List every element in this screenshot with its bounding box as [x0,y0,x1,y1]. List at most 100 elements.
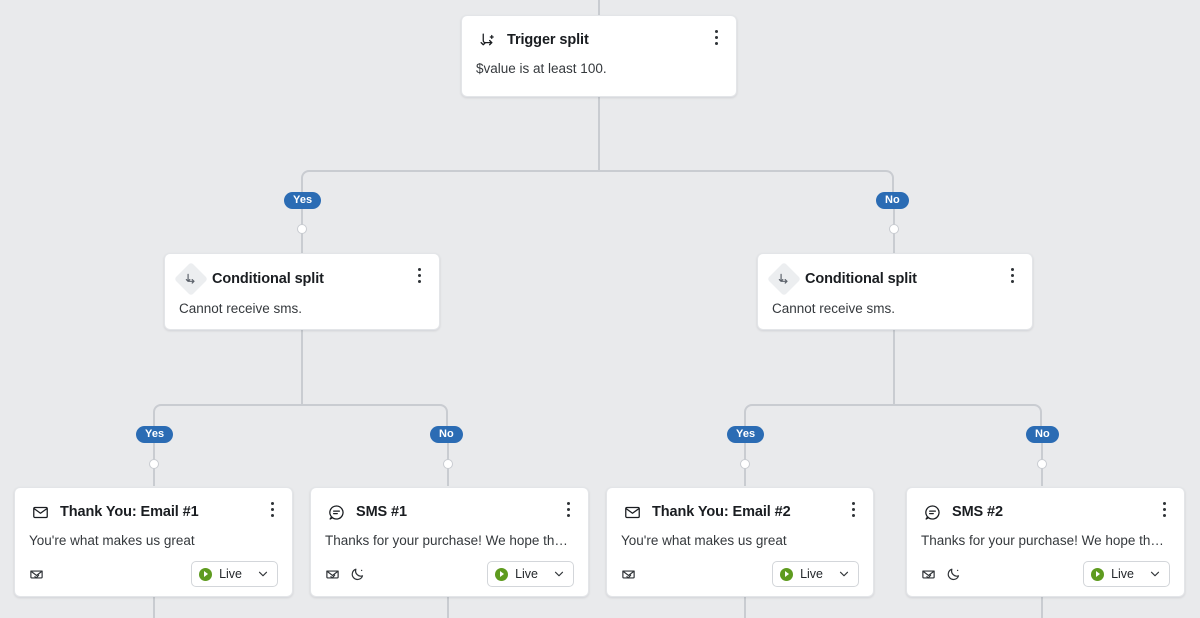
card-description: Cannot receive sms. [179,301,303,316]
card-header: SMS #2 [907,488,1184,523]
edge-corner-left-no [301,404,448,428]
card-header: Trigger split [462,16,736,51]
card-description: You're what makes us great [29,533,195,548]
footer-icon-group [621,567,636,582]
card-title: Conditional split [212,271,324,287]
conditional-split-icon [174,262,208,296]
card-description: $value is at least 100. [476,61,607,76]
edge-left-yes-drop [153,426,155,486]
live-status-icon [495,567,509,581]
card-title: Thank You: Email #2 [652,504,791,520]
card-footer: Live [311,550,588,596]
kebab-menu-icon[interactable] [408,263,430,287]
card-header: Thank You: Email #1 [15,488,292,523]
branch-label-left-yes[interactable]: Yes [136,426,174,443]
envelope-check-icon [621,567,636,582]
node-card-conditional-split-right[interactable]: Conditional split Cannot receive sms. [757,253,1033,330]
edge-below-email-1 [153,597,155,618]
branch-label-left-no[interactable]: No [430,426,463,443]
live-status-icon [199,567,213,581]
node-card-trigger-split[interactable]: Trigger split $value is at least 100. [461,15,737,97]
footer-icon-group [921,567,961,582]
connector-dot-sms-1 [443,459,453,469]
card-description: Thanks for your purchase! We hope that .… [921,533,1177,548]
branch-label-trigger-yes[interactable]: Yes [284,192,322,209]
card-title: SMS #2 [952,504,1003,520]
status-dropdown[interactable]: Live [1083,561,1170,587]
card-description: You're what makes us great [621,533,787,548]
live-status-icon [1091,567,1105,581]
edge-below-sms-2 [1041,597,1043,618]
edge-below-email-2 [744,597,746,618]
edge-below-trigger [598,97,600,171]
edge-corner-left-yes [153,404,302,428]
kebab-menu-icon[interactable] [557,497,579,521]
status-label: Live [515,567,538,581]
edge-corner-right-yes [744,404,894,428]
node-card-conditional-split-left[interactable]: Conditional split Cannot receive sms. [164,253,440,330]
moon-icon [946,567,961,582]
live-status-icon [780,567,794,581]
edge-right-yes-drop [744,426,746,486]
chevron-down-icon [1150,571,1160,577]
edge-below-right-split [893,330,895,405]
card-description: Cannot receive sms. [772,301,896,316]
footer-icon-group [29,567,44,582]
connector-dot-email-2 [740,459,750,469]
edge-trigger-no-drop [893,192,895,254]
status-dropdown[interactable]: Live [191,561,278,587]
envelope-check-icon [325,567,340,582]
connector-dot-right-split [889,224,899,234]
card-header: Conditional split [758,254,1032,296]
card-header: Thank You: Email #2 [607,488,873,523]
conditional-split-icon [767,262,801,296]
card-header: SMS #1 [311,488,588,523]
kebab-menu-icon[interactable] [1001,263,1023,287]
connector-dot-sms-2 [1037,459,1047,469]
kebab-menu-icon[interactable] [705,25,727,49]
card-footer: Live [907,550,1184,596]
card-footer: Live [15,550,292,596]
edge-left-no-drop [447,426,449,486]
status-dropdown[interactable]: Live [772,561,859,587]
edge-above-trigger [598,0,600,15]
edge-right-no-drop [1041,426,1043,486]
chat-bubble-icon [921,501,943,523]
trigger-split-icon [476,29,498,51]
status-dropdown[interactable]: Live [487,561,574,587]
branch-label-trigger-no[interactable]: No [876,192,909,209]
connector-dot-left-split [297,224,307,234]
status-label: Live [219,567,242,581]
card-title: Trigger split [507,32,589,48]
card-title: Conditional split [805,271,917,287]
edge-below-sms-1 [447,597,449,618]
node-card-sms-2[interactable]: SMS #2 Thanks for your purchase! We hope… [906,487,1185,597]
kebab-menu-icon[interactable] [1153,497,1175,521]
chevron-down-icon [258,571,268,577]
moon-icon [350,567,365,582]
card-title: Thank You: Email #1 [60,504,199,520]
kebab-menu-icon[interactable] [261,497,283,521]
card-footer: Live [607,550,873,596]
card-title: SMS #1 [356,504,407,520]
edge-corner-trigger-right [598,170,894,194]
edge-corner-right-no [893,404,1042,428]
node-card-email-2[interactable]: Thank You: Email #2 You're what makes us… [606,487,874,597]
kebab-menu-icon[interactable] [842,497,864,521]
card-description: Thanks for your purchase! We hope that .… [325,533,581,548]
connector-dot-email-1 [149,459,159,469]
node-card-sms-1[interactable]: SMS #1 Thanks for your purchase! We hope… [310,487,589,597]
status-label: Live [1111,567,1134,581]
branch-label-right-yes[interactable]: Yes [727,426,765,443]
edge-corner-trigger-left [301,170,599,194]
envelope-icon [29,501,51,523]
branch-label-right-no[interactable]: No [1026,426,1059,443]
node-card-email-1[interactable]: Thank You: Email #1 You're what makes us… [14,487,293,597]
envelope-icon [621,501,643,523]
footer-icon-group [325,567,365,582]
edge-trigger-yes-drop [301,192,303,254]
edge-below-left-split [301,330,303,405]
status-label: Live [800,567,823,581]
envelope-check-icon [921,567,936,582]
